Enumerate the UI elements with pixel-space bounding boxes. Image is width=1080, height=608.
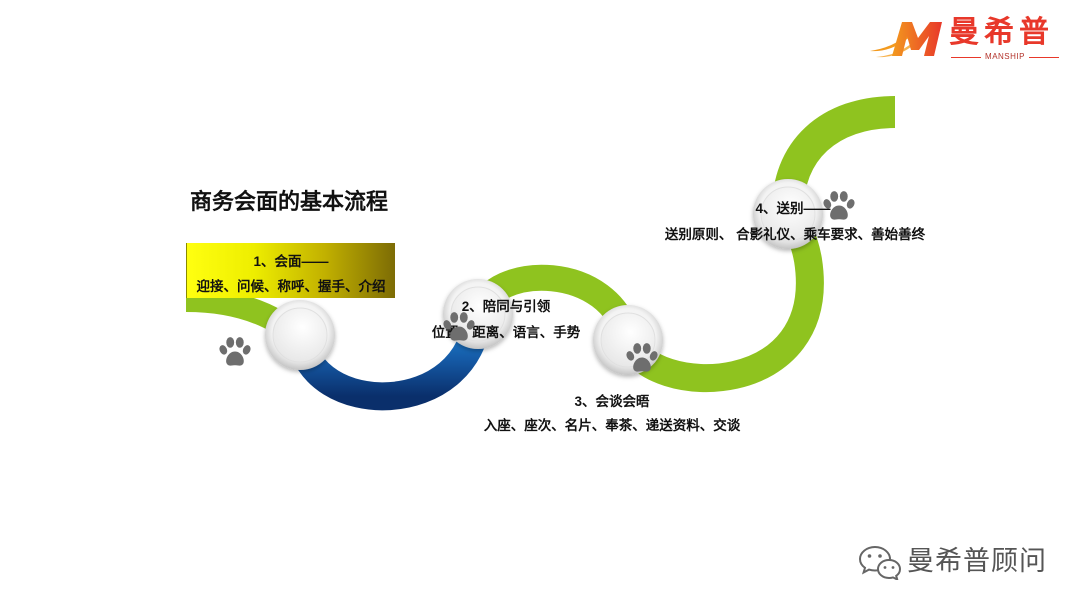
paw-print-icon bbox=[218, 337, 252, 366]
logo-brand-english: MANSHIP bbox=[985, 52, 1025, 61]
step-node-core bbox=[600, 312, 656, 368]
step-node-core bbox=[450, 286, 506, 342]
paw-print-icon bbox=[822, 191, 856, 220]
wechat-eye bbox=[891, 566, 895, 569]
step-1-highlight-box: 1、会面—— 迎接、问候、称呼、握手、介绍 bbox=[186, 243, 395, 298]
step-node-core bbox=[760, 186, 816, 242]
wechat-bubble-small bbox=[876, 558, 902, 580]
logo-brand-name: 曼希普 bbox=[949, 16, 1054, 49]
wechat-bubble-large bbox=[858, 545, 892, 575]
logo-rule-right bbox=[1028, 56, 1060, 58]
wechat-eye bbox=[878, 554, 882, 558]
step-3-heading: 3、会谈会晤 bbox=[574, 394, 650, 409]
watermark-text: 曼希普顾问 bbox=[907, 546, 1047, 576]
logo-brand-subtitle: MANSHIP bbox=[951, 52, 1060, 62]
logo-m-letter bbox=[892, 22, 942, 56]
step-node-core bbox=[272, 307, 328, 363]
wechat-icon bbox=[858, 545, 902, 580]
wechat-eye bbox=[883, 566, 887, 569]
step-node-3 bbox=[593, 305, 663, 375]
step-2-heading: 2、陪同与引领 bbox=[461, 299, 551, 314]
wechat-eye bbox=[867, 554, 872, 558]
step-4-detail: 送别原则、 合影礼仪、乘车要求、善始善终 bbox=[664, 227, 926, 242]
logo-rule-left bbox=[951, 56, 982, 58]
slide-title: 商务会面的基本流程 bbox=[190, 189, 389, 214]
step-4-heading: 4、送别—— bbox=[755, 201, 831, 216]
step-node-1 bbox=[265, 300, 335, 370]
paw-print-icon bbox=[625, 343, 659, 372]
step-node-4 bbox=[753, 179, 823, 249]
manship-logo-icon bbox=[870, 22, 942, 58]
step-1-heading: 1、会面—— bbox=[253, 254, 329, 269]
step-1-detail: 迎接、问候、称呼、握手、介绍 bbox=[196, 279, 386, 294]
paw-print-icon bbox=[442, 312, 476, 341]
step-3-detail: 入座、座次、名片、奉茶、递送资料、交谈 bbox=[483, 418, 741, 433]
